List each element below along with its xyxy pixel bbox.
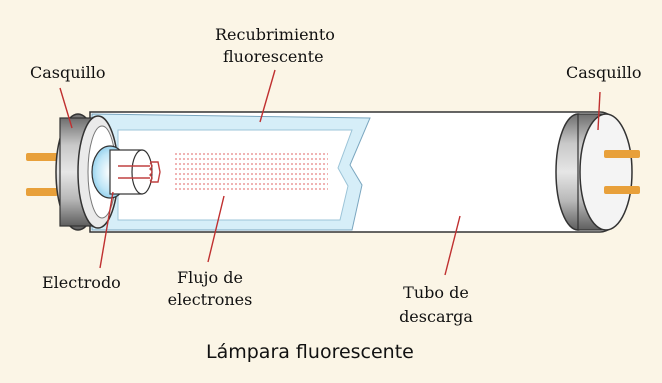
leader-coating: [259, 69, 276, 123]
label-electrode: Electrodo: [42, 273, 121, 292]
electrode-cylinder-end: [131, 149, 153, 195]
label-coating-line1: Recubrimiento: [215, 25, 335, 44]
leader-electron-flow: [207, 195, 225, 263]
label-electron-flow-line2: electrones: [167, 290, 253, 309]
label-cap-right: Casquillo: [566, 63, 642, 82]
right-pin-bottom: [604, 186, 640, 194]
right-pin-top: [604, 150, 640, 158]
label-cap-left: Casquillo: [30, 63, 106, 82]
leader-cap-right: [597, 91, 601, 131]
electrode-filament-end: [150, 161, 161, 183]
coating-inner-window: [117, 129, 353, 221]
right-cap-face: [579, 113, 633, 231]
label-tube-line2: descarga: [399, 307, 473, 326]
leader-lines: [59, 69, 601, 276]
left-pin-bottom: [26, 188, 58, 196]
leader-electrode: [99, 191, 114, 269]
electron-flow-lines: [175, 153, 328, 190]
diagram-caption: Lámpara fluorescente: [206, 341, 414, 363]
label-tube-line1: Tubo de: [403, 283, 469, 302]
label-electron-flow-line1: Flujo de: [177, 268, 243, 287]
label-coating-line2: fluorescente: [223, 47, 324, 66]
left-pin-top: [26, 153, 58, 161]
leader-tube: [444, 215, 461, 276]
leader-cap-left: [59, 87, 73, 129]
electrode-filament: [118, 162, 153, 182]
